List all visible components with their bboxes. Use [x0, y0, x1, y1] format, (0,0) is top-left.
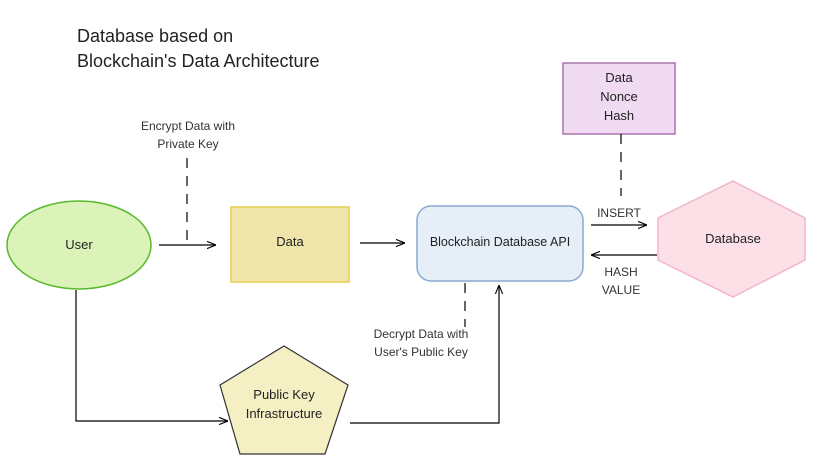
hash-value-label-line-2: VALUE: [601, 283, 641, 297]
decrypt-annotation: Decrypt Data with User's Public Key: [355, 325, 487, 361]
insert-label: INSERT: [597, 206, 641, 220]
diagram-title: Database based on Blockchain's Data Arch…: [77, 24, 320, 74]
database-label: Database: [705, 231, 761, 246]
blockchain-api-label: Blockchain Database API: [429, 235, 571, 249]
encrypt-annotation: Encrypt Data with Private Key: [122, 117, 254, 153]
decrypt-annotation-line-1: Decrypt Data with: [373, 327, 469, 341]
encrypt-annotation-line-1: Encrypt Data with: [140, 119, 236, 133]
pki-node: [219, 345, 349, 455]
pki-label-line-1: Public Key: [253, 387, 315, 402]
diagram-title-line-1: Database based on: [77, 26, 234, 46]
block-label: Data Nonce Hash: [563, 68, 675, 125]
user-node: [6, 200, 152, 290]
pki-label-line-2: Infrastructure: [245, 406, 323, 421]
user-label: User: [65, 237, 93, 252]
user-to-pki-arrow: [75, 290, 228, 421]
diagram-title-line-2: Blockchain's Data Architecture: [77, 51, 320, 71]
block-label-hash: Hash: [603, 108, 635, 123]
encrypt-annotation-line-2: Private Key: [157, 137, 219, 151]
block-label-nonce: Nonce: [600, 89, 638, 104]
hash-value-label: HASH VALUE: [591, 263, 651, 299]
data-label: Data: [276, 234, 304, 249]
blockchain-api-node: [416, 205, 584, 282]
database-node: [657, 180, 806, 298]
hash-value-label-line-1: HASH: [604, 265, 638, 279]
decrypt-annotation-line-2: User's Public Key: [374, 345, 468, 359]
block-node: [562, 62, 676, 135]
block-label-data: Data: [605, 70, 633, 85]
data-node: [230, 206, 350, 283]
pki-to-api-arrow: [350, 285, 499, 424]
pki-label: Public Key Infrastructure: [224, 385, 344, 423]
